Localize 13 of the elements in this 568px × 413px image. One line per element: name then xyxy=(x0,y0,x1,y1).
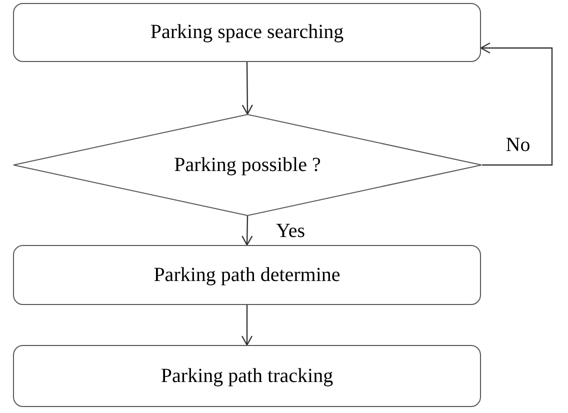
node-label: Parking path tracking xyxy=(160,364,334,388)
node-label: Parking space searching xyxy=(150,20,344,45)
decision-diamond xyxy=(13,114,482,216)
node-label: Parking possible ? xyxy=(174,152,321,178)
process-box xyxy=(13,245,481,305)
edge-label: Yes xyxy=(274,220,308,240)
arrow xyxy=(242,216,253,246)
node-label: Parking path determine xyxy=(154,262,340,288)
arrow xyxy=(480,42,553,166)
process-box xyxy=(13,3,481,62)
arrow xyxy=(242,62,254,115)
process-box xyxy=(13,345,481,407)
arrow xyxy=(241,305,253,346)
